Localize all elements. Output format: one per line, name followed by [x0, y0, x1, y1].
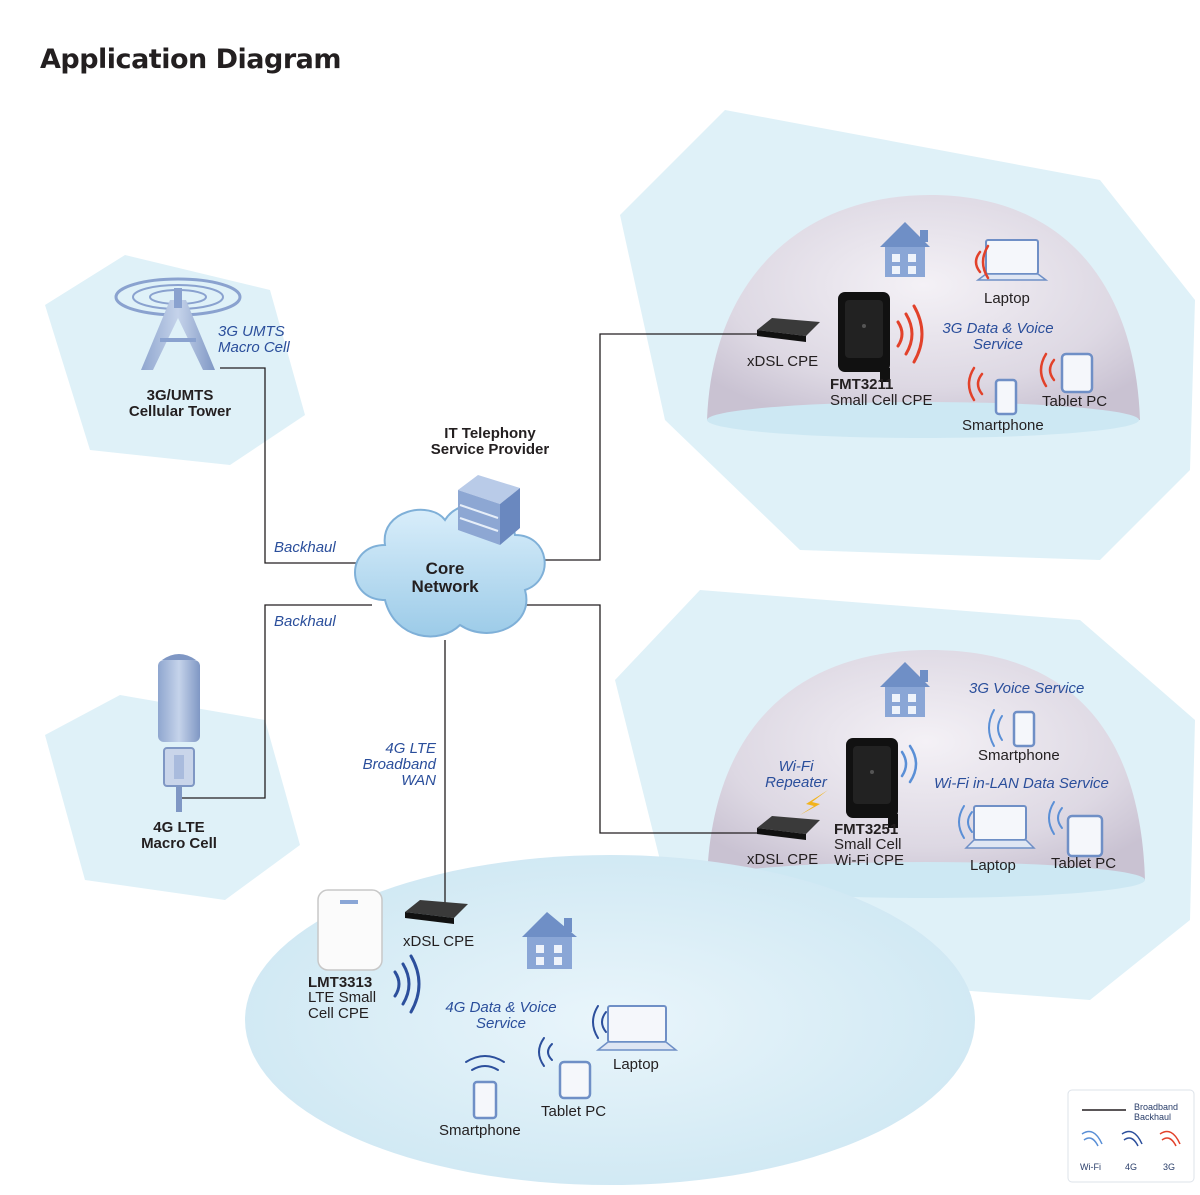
top-dome-smartphone-label: Smartphone — [962, 417, 1044, 434]
wifi-signal-fmt3251 — [900, 744, 918, 784]
top-dome-tablet-label: Tablet PC — [1042, 393, 1108, 410]
3g-signal-fmt3211 — [896, 304, 924, 364]
top-dome-xdsl-label: xDSL CPE — [747, 353, 819, 370]
smartphone-icon-top — [994, 378, 1018, 416]
wifi-signal-laptop — [958, 805, 973, 839]
core-network-label: Core Network — [411, 559, 479, 596]
legend-4g-label: 4G — [1125, 1162, 1138, 1172]
tablet-icon-oval — [558, 1060, 592, 1100]
fmt3251-desc-label: Small Cell Wi-Fi CPE — [834, 836, 904, 869]
oval-smartphone-label: Smartphone — [439, 1122, 521, 1139]
backhaul-bottom-label: Backhaul — [274, 613, 336, 630]
dome-top-base — [707, 402, 1139, 438]
3g-tower-label: 3G/UMTS Cellular Tower — [128, 387, 232, 420]
bottom-dome-laptop-label: Laptop — [970, 857, 1016, 874]
4g-signal-smartphone — [465, 1055, 505, 1071]
legend-wifi-icon — [1081, 1130, 1103, 1147]
oval-laptop-label: Laptop — [613, 1056, 659, 1073]
laptop-icon-bottom-dome — [964, 805, 1036, 849]
4g-signal-laptop — [592, 1005, 607, 1039]
bottom-dome-smartphone-label: Smartphone — [978, 747, 1060, 764]
voice-service-label: 3G Voice Service — [969, 680, 1085, 697]
top-dome-laptop-label: Laptop — [984, 290, 1030, 307]
hex-bg-3g-tower — [45, 255, 305, 465]
page-title: Application Diagram — [40, 44, 342, 75]
oval-service-label: 4G Data & Voice Service — [445, 999, 557, 1032]
3g-tower-icon — [114, 277, 242, 370]
oval-xdsl-label: xDSL CPE — [403, 933, 475, 950]
bottom-dome-tablet-label: Tablet PC — [1051, 855, 1117, 872]
lmt3313-device-icon — [317, 889, 383, 971]
lte-wan-label: 4G LTE Broadband WAN — [362, 740, 436, 789]
line-core-bottom-dome — [520, 604, 770, 834]
legend-3g-label: 3G — [1163, 1162, 1176, 1172]
xdsl-modem-icon-oval — [405, 900, 468, 924]
xdsl-modem-icon-bottom-dome — [757, 816, 820, 840]
fmt3251-device-icon — [846, 738, 898, 828]
line-4g-backhaul — [180, 604, 372, 799]
laptop-icon-oval — [595, 1005, 679, 1051]
top-dome-service-label: 3G Data & Voice Service — [942, 320, 1054, 353]
lmt3313-model-label: LMT3313 — [308, 974, 373, 991]
fmt3211-model-label: FMT3211 — [830, 376, 894, 393]
laptop-icon-top — [975, 239, 1049, 281]
legend-3g-icon — [1159, 1130, 1181, 1147]
house-icon-top — [880, 222, 930, 277]
3g-signal-tablet — [1039, 352, 1056, 388]
fmt3251-model-label: FMT3251 — [834, 821, 899, 838]
fmt3211-desc-label: Small Cell CPE — [830, 392, 933, 409]
legend-wifi-label: Wi-Fi — [1080, 1162, 1101, 1172]
tablet-icon-bottom-dome — [1066, 814, 1104, 858]
server-building-icon — [458, 475, 520, 545]
wifi-signal-tablet — [1048, 801, 1063, 835]
house-icon-bottom-dome — [880, 662, 930, 717]
line-3g-backhaul — [220, 367, 372, 564]
3g-signal-laptop — [974, 244, 990, 280]
4g-signal-lmt3313 — [393, 954, 421, 1014]
lightning-icon — [800, 790, 828, 815]
hex-bg-4g-macro — [45, 695, 300, 900]
legend-4g-icon — [1121, 1130, 1143, 1147]
xdsl-modem-icon-top — [757, 318, 820, 342]
house-icon-oval — [522, 912, 577, 969]
wifi-lan-service-label: Wi-Fi in-LAN Data Service — [934, 775, 1109, 792]
wifi-repeater-label: Wi-Fi Repeater — [765, 758, 827, 791]
line-core-top-dome — [520, 333, 770, 561]
legend-box — [1067, 1089, 1195, 1183]
3g-umts-macro-cell-caption: 3G UMTS Macro Cell — [218, 323, 290, 356]
lmt3313-desc-label: LTE Small Cell CPE — [308, 989, 377, 1022]
backhaul-top-label: Backhaul — [274, 539, 336, 556]
4g-macro-cell-icon — [158, 654, 200, 812]
oval-tablet-label: Tablet PC — [541, 1103, 607, 1120]
4g-signal-tablet — [538, 1037, 553, 1067]
3g-signal-smartphone — [967, 366, 984, 402]
smartphone-icon-oval — [472, 1080, 498, 1120]
4g-macro-cell-label: 4G LTE Macro Cell — [141, 819, 217, 852]
legend-backhaul-label: Broadband Backhaul — [1134, 1102, 1179, 1122]
fmt3211-device-icon — [838, 292, 890, 382]
bottom-dome-xdsl-label: xDSL CPE — [747, 851, 819, 868]
service-provider-label: IT Telephony Service Provider — [430, 425, 550, 458]
smartphone-icon-bottom-dome — [1012, 710, 1036, 748]
tablet-icon-top — [1060, 352, 1094, 394]
wifi-signal-smartphone — [988, 709, 1003, 747]
